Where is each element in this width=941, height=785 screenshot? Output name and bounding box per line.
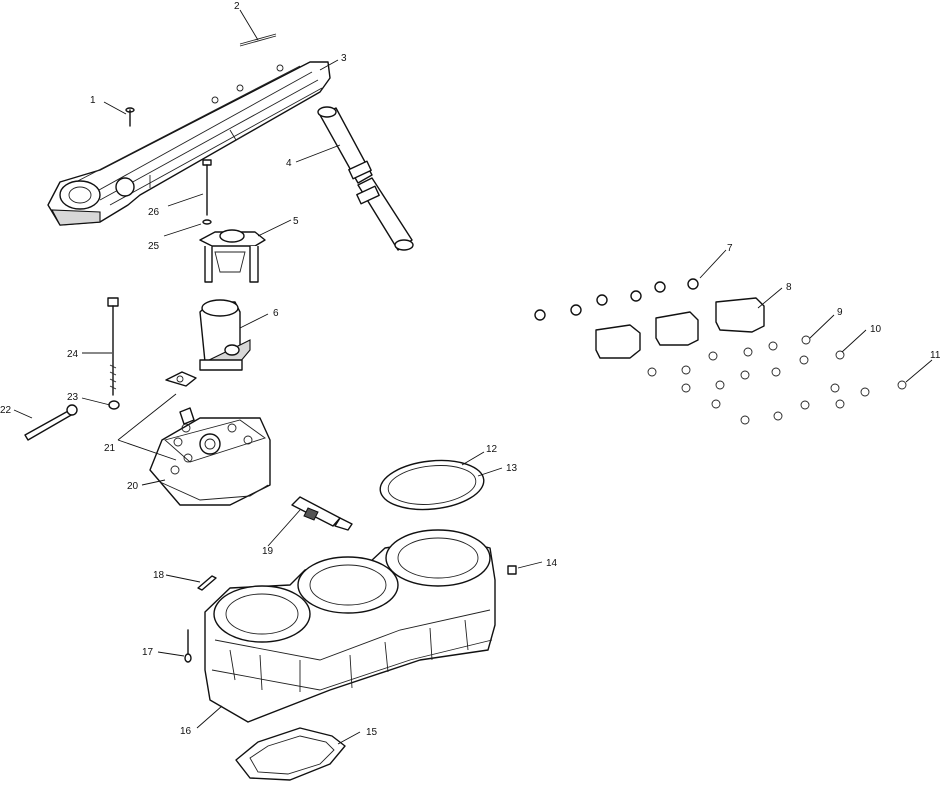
callout-2: 2: [234, 1, 240, 12]
pin-part-22: [24, 404, 78, 441]
hose-part-4: [317, 106, 414, 251]
callout-12: 12: [486, 444, 498, 455]
callout-23: 23: [67, 392, 79, 403]
washer-part-25: [202, 219, 212, 225]
valve-part-6: [199, 299, 251, 371]
callout-labels: 1 2 3 4 5 6 7 8 9 10 11 12 13 14 15 16 1…: [0, 1, 941, 738]
clip-part-18: [197, 575, 217, 591]
callout-11: 11: [930, 350, 941, 361]
cylinder-block-part-16: [204, 529, 496, 723]
strip-part-2: [239, 33, 277, 47]
manifold-rail: [47, 61, 331, 226]
callout-1: 1: [90, 95, 96, 106]
gasket-part-21: [165, 371, 197, 387]
callout-10: 10: [870, 324, 882, 335]
callout-21: 21: [104, 443, 116, 454]
callout-16: 16: [180, 726, 192, 737]
callout-6: 6: [273, 308, 279, 319]
callout-9: 9: [837, 307, 843, 318]
callout-4: 4: [286, 158, 292, 169]
pin-part-17: [184, 629, 192, 663]
callout-3: 3: [341, 53, 347, 64]
spark-plug-part-19: [291, 496, 353, 531]
cylinder-head-part-20: [149, 407, 271, 506]
callout-5: 5: [293, 216, 299, 227]
housing-part-5: [199, 229, 266, 283]
callout-15: 15: [366, 727, 378, 738]
leader-lines: [13, 9, 933, 745]
callout-7: 7: [727, 243, 733, 254]
fastener-cluster: [534, 278, 907, 425]
callout-24: 24: [67, 349, 79, 360]
callout-19: 19: [262, 546, 274, 557]
callout-26: 26: [148, 207, 160, 218]
gasket-ring-part-12: [379, 459, 485, 511]
bolt-part-24: [107, 297, 119, 396]
callout-17: 17: [142, 647, 154, 658]
bolt-part-26: [202, 159, 212, 216]
bolt-part-14: [507, 565, 517, 575]
callout-22: 22: [0, 405, 12, 416]
base-gasket-part-15: [235, 727, 346, 781]
callout-20: 20: [127, 481, 139, 492]
callout-14: 14: [546, 558, 558, 569]
screw-part-1: [125, 107, 135, 127]
callout-8: 8: [786, 282, 792, 293]
callout-18: 18: [153, 570, 165, 581]
callout-25: 25: [148, 241, 160, 252]
callout-13: 13: [506, 463, 518, 474]
washer-part-23: [108, 400, 120, 410]
